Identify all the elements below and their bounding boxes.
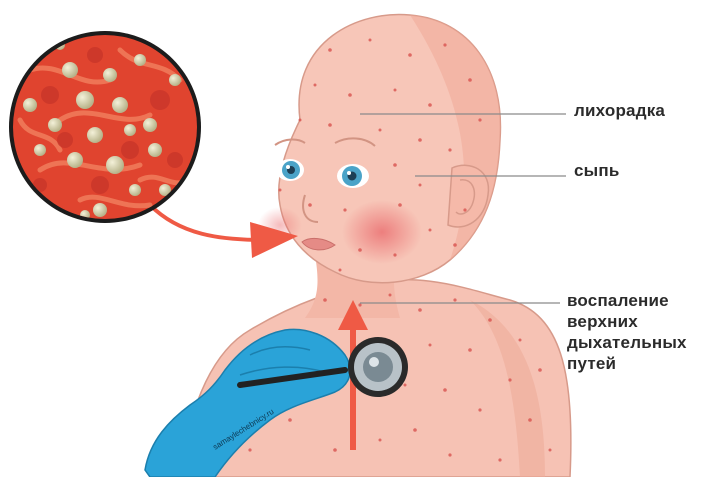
magnifier-circle <box>9 31 201 223</box>
label-line: путей <box>567 353 687 374</box>
label-fever: лихорадка <box>574 100 665 121</box>
label-rash: сыпь <box>574 160 620 181</box>
child-eye-left <box>276 159 304 181</box>
label-line: дыхательных <box>567 332 687 353</box>
cheek-blush <box>342 200 422 264</box>
label-line: верхних <box>567 311 687 332</box>
child-eye-right <box>337 164 369 188</box>
label-line: воспаление <box>567 290 687 311</box>
arrow-icon <box>150 205 265 240</box>
label-respiratory-inflammation: воспаление верхних дыхательных путей <box>567 290 687 374</box>
